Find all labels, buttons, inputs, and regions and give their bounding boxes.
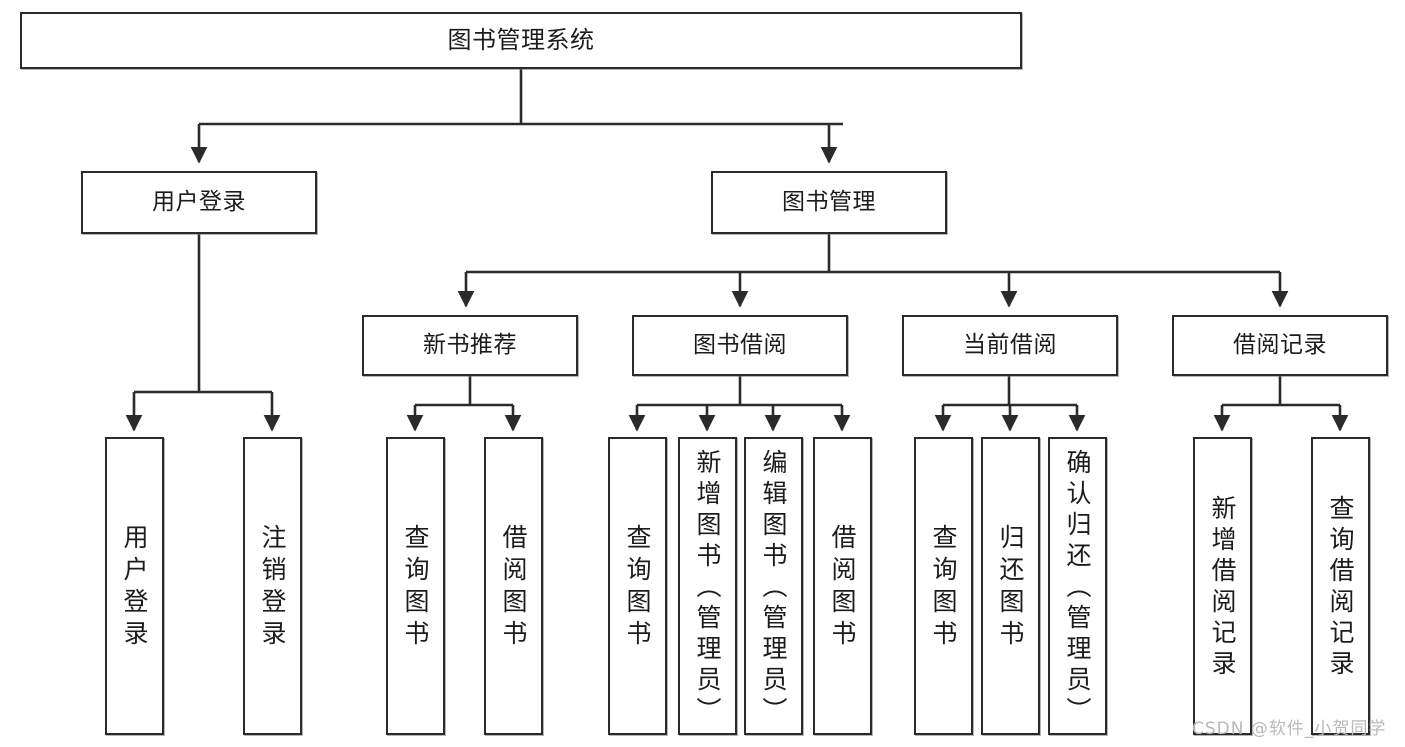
node-label: 注销登录 (258, 524, 287, 652)
node-label: 新书推荐 (423, 331, 517, 358)
node-label: 查询借阅记录 (1326, 495, 1355, 681)
leaf-user-login-login[interactable]: 用户登录 (105, 437, 164, 735)
node-label: 编辑图书（管理员） (759, 448, 788, 728)
node-label: 查询图书 (401, 524, 430, 652)
node-label: 图书管理系统 (447, 26, 595, 55)
node-label: 当前借阅 (963, 331, 1057, 358)
node-current-borrow[interactable]: 当前借阅 (902, 315, 1118, 376)
node-label: 查询图书 (623, 524, 652, 652)
leaf-user-login-logout[interactable]: 注销登录 (243, 437, 302, 735)
leaf-borrow-record-query[interactable]: 查询借阅记录 (1311, 437, 1370, 735)
node-user-login[interactable]: 用户登录 (81, 171, 317, 234)
node-label: 新增借阅记录 (1208, 495, 1237, 681)
leaf-borrow-record-add[interactable]: 新增借阅记录 (1193, 437, 1252, 735)
node-label: 确认归还（管理员） (1063, 448, 1092, 728)
node-label: 用户登录 (152, 188, 246, 215)
leaf-book-borrow-borrow[interactable]: 借阅图书 (813, 437, 872, 735)
leaf-new-book-borrow[interactable]: 借阅图书 (484, 437, 543, 735)
leaf-current-borrow-return[interactable]: 归还图书 (981, 437, 1040, 735)
node-new-book-recommend[interactable]: 新书推荐 (362, 315, 578, 376)
leaf-current-borrow-confirm-return[interactable]: 确认归还（管理员） (1048, 437, 1107, 735)
node-label: 用户登录 (120, 524, 149, 652)
node-label: 归还图书 (996, 524, 1025, 652)
node-label: 查询图书 (929, 524, 958, 652)
node-borrow-record[interactable]: 借阅记录 (1172, 315, 1388, 376)
node-label: 借阅图书 (499, 524, 528, 652)
leaf-book-borrow-query[interactable]: 查询图书 (608, 437, 667, 735)
node-label: 借阅记录 (1233, 331, 1327, 358)
leaf-book-borrow-add[interactable]: 新增图书（管理员） (678, 437, 737, 735)
node-book-borrow[interactable]: 图书借阅 (632, 315, 848, 376)
node-label: 新增图书（管理员） (693, 448, 722, 728)
node-label: 图书借阅 (693, 331, 787, 358)
leaf-current-borrow-query[interactable]: 查询图书 (914, 437, 973, 735)
node-label: 图书管理 (782, 188, 876, 215)
node-root-system[interactable]: 图书管理系统 (20, 12, 1022, 69)
leaf-new-book-query[interactable]: 查询图书 (386, 437, 445, 735)
leaf-book-borrow-edit[interactable]: 编辑图书（管理员） (744, 437, 803, 735)
node-label: 借阅图书 (828, 524, 857, 652)
node-book-management[interactable]: 图书管理 (711, 171, 947, 234)
